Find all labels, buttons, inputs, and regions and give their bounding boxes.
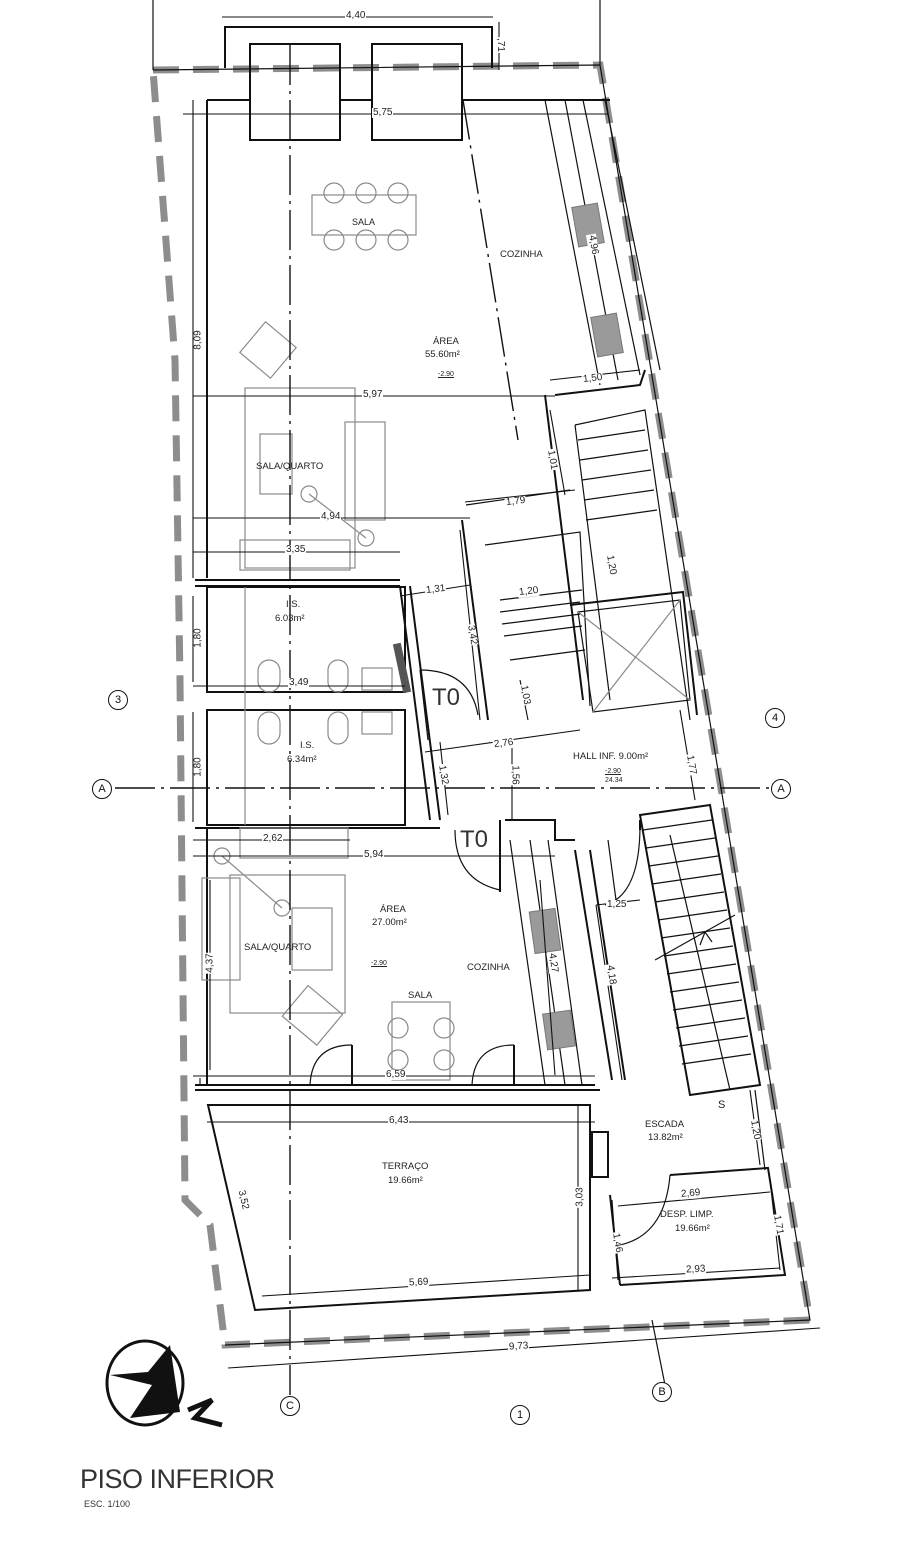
dim-4-40: 4,40: [345, 10, 367, 21]
is1-label: I.S.: [286, 599, 301, 610]
drawing-title: PISO INFERIOR: [80, 1464, 275, 1494]
hall-level-2: 24.34: [605, 777, 623, 784]
dim-3-03: 3,03: [574, 1186, 586, 1208]
dim-4-94: 4,94: [320, 511, 342, 522]
dim-3-49: 3,49: [288, 677, 310, 688]
dim-5-75: 5,75: [372, 107, 394, 118]
upper-area-size: 55.60m²: [425, 349, 460, 360]
grid-marker-c: C: [280, 1396, 300, 1416]
desp-limp-size: 19.66m²: [675, 1223, 710, 1234]
lower-sala-quarto-label: SALA/QUARTO: [244, 942, 312, 953]
grid-marker-a-right: A: [771, 779, 791, 799]
dim-6-59: 6,59: [385, 1069, 407, 1080]
upper-unit-walls: [195, 43, 661, 587]
grid-marker-a-left: A: [92, 779, 112, 799]
grid-marker-4: 4: [765, 708, 785, 728]
upper-living-furniture: [238, 320, 386, 571]
lower-area-label: ÁREA: [380, 904, 406, 915]
grid-marker-1: 1: [510, 1405, 530, 1425]
grid-marker-3: 3: [108, 690, 128, 710]
door-tag-t0-upper: T0: [432, 684, 461, 711]
terraco-label: TERRAÇO: [382, 1161, 429, 1172]
dim-1-80-upper: 1,80: [192, 627, 204, 649]
bathrooms: [206, 585, 441, 826]
dim-5-97: 5,97: [362, 389, 384, 400]
lower-kitchen-appliances: [528, 907, 576, 1051]
dimension-lines: [183, 100, 821, 1369]
dim-5-69: 5,69: [407, 1276, 430, 1289]
upper-area-level: -2.90: [438, 371, 454, 378]
dim-3-35: 3,35: [285, 544, 307, 555]
dim-1-56: 1,56: [509, 764, 521, 786]
dim-4-37: 4,37: [204, 952, 216, 974]
lower-stairs: [607, 803, 762, 1097]
hall-level: -2.90: [605, 768, 621, 775]
terraco-size: 19.66m²: [388, 1175, 423, 1186]
lower-area-size: 27.00m²: [372, 917, 407, 928]
upper-stairs: [461, 369, 698, 721]
is2-label: I.S.: [300, 740, 315, 751]
dim-8-09: 8,09: [192, 329, 204, 351]
dim-0-71: ,71: [494, 37, 506, 53]
is2-size: 6.34m²: [287, 754, 317, 765]
terrace-walls: [206, 1104, 609, 1312]
escada-size: 13.82m²: [648, 1132, 683, 1143]
escada-label: ESCADA: [645, 1119, 685, 1130]
dim-9-73: 9,73: [507, 1340, 530, 1353]
grid-axes: [115, 45, 770, 1395]
north-arrow: [105, 1339, 223, 1428]
upper-cozinha-label: COZINHA: [500, 249, 543, 260]
lower-cozinha-label: COZINHA: [467, 962, 510, 973]
dim-1-25: 1,25: [606, 899, 628, 910]
grid-marker-b: B: [652, 1382, 672, 1402]
dim-5-94: 5,94: [363, 849, 385, 860]
property-boundary: [149, 0, 815, 1349]
dim-1-80-lower: 1,80: [192, 756, 204, 778]
dim-2-93: 2,93: [684, 1263, 707, 1276]
lower-living-furniture: [201, 827, 455, 1081]
dim-2-69: 2,69: [679, 1187, 702, 1200]
dim-4-27: 4,27: [546, 951, 561, 975]
is1-size: 6.03m²: [275, 613, 305, 624]
lower-area-level: -2.90: [371, 960, 387, 967]
desp-limp-label: DESP. LIMP.: [660, 1209, 714, 1220]
stair-direction-marker: S: [718, 1099, 726, 1111]
dim-2-62: 2,62: [262, 833, 284, 844]
lower-sala-label: SALA: [408, 990, 433, 1001]
upper-sala-label: SALA: [352, 217, 376, 227]
hall-label: HALL INF. 9.00m²: [573, 751, 649, 762]
dim-6-43: 6,43: [388, 1115, 410, 1126]
door-tag-t0-lower: T0: [460, 826, 489, 853]
dim-4-18: 4,18: [604, 963, 619, 987]
upper-sala-quarto-label: SALA/QUARTO: [256, 461, 324, 472]
lower-unit-walls: [195, 827, 626, 1091]
upper-area-label: ÁREA: [433, 336, 459, 347]
drawing-scale: ESC. 1/100: [84, 1499, 131, 1509]
upper-dining-table: [311, 182, 417, 251]
